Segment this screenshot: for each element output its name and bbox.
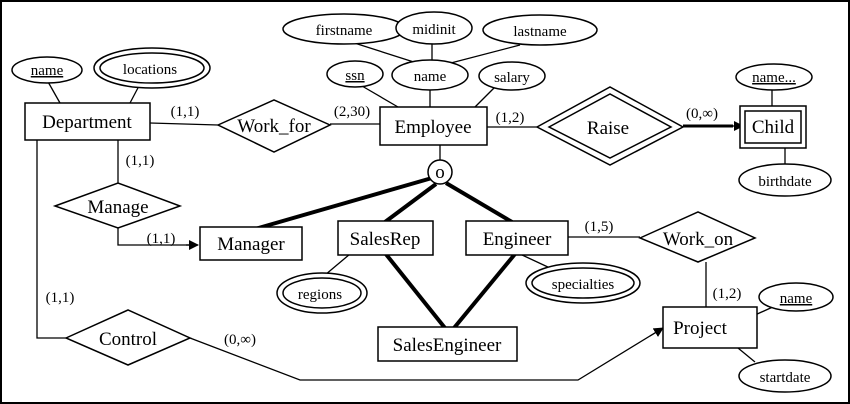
cardinality-engineer-workon: (1,5) — [585, 219, 614, 235]
entity-salesrep[interactable]: SalesRep — [337, 220, 434, 256]
entity-manager[interactable]: Manager — [199, 226, 303, 261]
relationship-work-on-label: Work_on — [663, 229, 734, 250]
relationship-manage[interactable]: Manage — [52, 182, 183, 229]
attribute-firstname-label: firstname — [316, 23, 373, 39]
attribute-child-name[interactable]: name... — [735, 63, 813, 91]
entity-child-label: Child — [752, 117, 795, 138]
cardinality-manager-manage: (1,1) — [147, 231, 176, 247]
attribute-salary[interactable]: salary — [478, 61, 546, 91]
dept-name-line — [46, 79, 61, 104]
dept-workfor-line — [149, 122, 219, 126]
attribute-regions-label: regions — [298, 287, 342, 303]
attribute-firstname[interactable]: firstname — [282, 13, 406, 45]
manage-manager-line — [117, 228, 196, 246]
attribute-ssn-label: ssn — [345, 68, 365, 84]
cardinality-project-control: (0,∞) — [224, 332, 256, 348]
cardinality-child-raise: (0,∞) — [686, 106, 718, 122]
attribute-startdate[interactable]: startdate — [738, 359, 832, 393]
cardinality-dept-manage: (1,1) — [126, 153, 155, 169]
entity-salesrep-label: SalesRep — [350, 229, 421, 250]
attribute-dept-name-label: name — [31, 63, 64, 79]
salary-employee-line — [474, 86, 496, 108]
relationship-raise-label: Raise — [587, 118, 629, 139]
entity-engineer-label: Engineer — [483, 229, 552, 250]
attribute-locations-label: locations — [123, 62, 177, 78]
relationship-raise[interactable]: Raise — [535, 86, 685, 166]
attribute-lastname[interactable]: lastname — [482, 14, 598, 46]
spec-manager-line — [254, 176, 433, 231]
attribute-name-label: name — [414, 69, 447, 85]
entity-department-label: Department — [42, 112, 132, 133]
lastname-name-line — [446, 44, 521, 65]
entity-project-label: Project — [673, 318, 728, 339]
attribute-locations[interactable]: locations — [93, 47, 211, 89]
attribute-birthdate[interactable]: birthdate — [738, 163, 832, 197]
entity-salesengineer[interactable]: SalesEngineer — [377, 326, 518, 362]
dept-control-line — [36, 140, 66, 339]
ssn-employee-line — [361, 85, 399, 108]
relationship-work-for[interactable]: Work_for — [216, 99, 332, 153]
spec-salesrep-line — [383, 182, 438, 224]
attribute-specialties[interactable]: specialties — [525, 262, 641, 304]
cardinality-dept-control: (1,1) — [46, 290, 75, 306]
cardinality-project-workon: (1,2) — [713, 286, 742, 302]
attribute-child-name-label: name... — [752, 70, 796, 86]
engineer-specialties-line — [519, 253, 551, 269]
specialization-circle[interactable]: o — [427, 159, 453, 185]
entity-employee-label: Employee — [394, 117, 471, 138]
attribute-midinit-label: midinit — [412, 22, 456, 38]
attribute-project-name[interactable]: name — [758, 282, 834, 312]
attribute-midinit[interactable]: midinit — [395, 11, 473, 45]
attribute-specialties-label: specialties — [552, 277, 615, 293]
attribute-startdate-label: startdate — [760, 370, 811, 386]
cardinality-dept-workfor: (1,1) — [171, 104, 200, 120]
salesrep-regions-line — [324, 253, 351, 276]
spec-engineer-line — [444, 181, 514, 224]
cardinality-employee-raise: (1,2) — [496, 110, 525, 126]
relationship-control[interactable]: Control — [64, 309, 192, 366]
entity-child[interactable]: Child — [739, 105, 807, 149]
specialization-label: o — [435, 162, 445, 183]
attribute-salary-label: salary — [494, 70, 530, 86]
entity-employee[interactable]: Employee — [379, 106, 488, 146]
entity-salesengineer-label: SalesEngineer — [393, 335, 502, 356]
entity-manager-label: Manager — [217, 234, 285, 255]
attribute-name[interactable]: name — [391, 59, 469, 91]
entity-project[interactable]: Project — [662, 306, 758, 349]
salesrep-salesengineer-line — [383, 251, 447, 330]
attribute-ssn[interactable]: ssn — [326, 60, 384, 88]
control-project-line — [189, 327, 664, 381]
cardinality-employee-workfor: (2,30) — [334, 104, 370, 120]
relationship-control-label: Control — [99, 329, 157, 350]
relationship-manage-label: Manage — [87, 197, 148, 218]
relationship-work-for-label: Work_for — [237, 116, 311, 137]
attribute-regions[interactable]: regions — [276, 272, 368, 314]
attribute-dept-name[interactable]: name — [11, 56, 83, 84]
relationship-work-on[interactable]: Work_on — [638, 211, 757, 263]
attribute-lastname-label: lastname — [513, 24, 567, 40]
entity-engineer[interactable]: Engineer — [465, 220, 569, 256]
project-startdate-line — [737, 347, 756, 363]
engineer-salesengineer-line — [452, 252, 517, 330]
attribute-birthdate-label: birthdate — [758, 174, 812, 190]
entity-department[interactable]: Department — [24, 102, 151, 141]
attribute-project-name-label: name — [780, 291, 813, 307]
